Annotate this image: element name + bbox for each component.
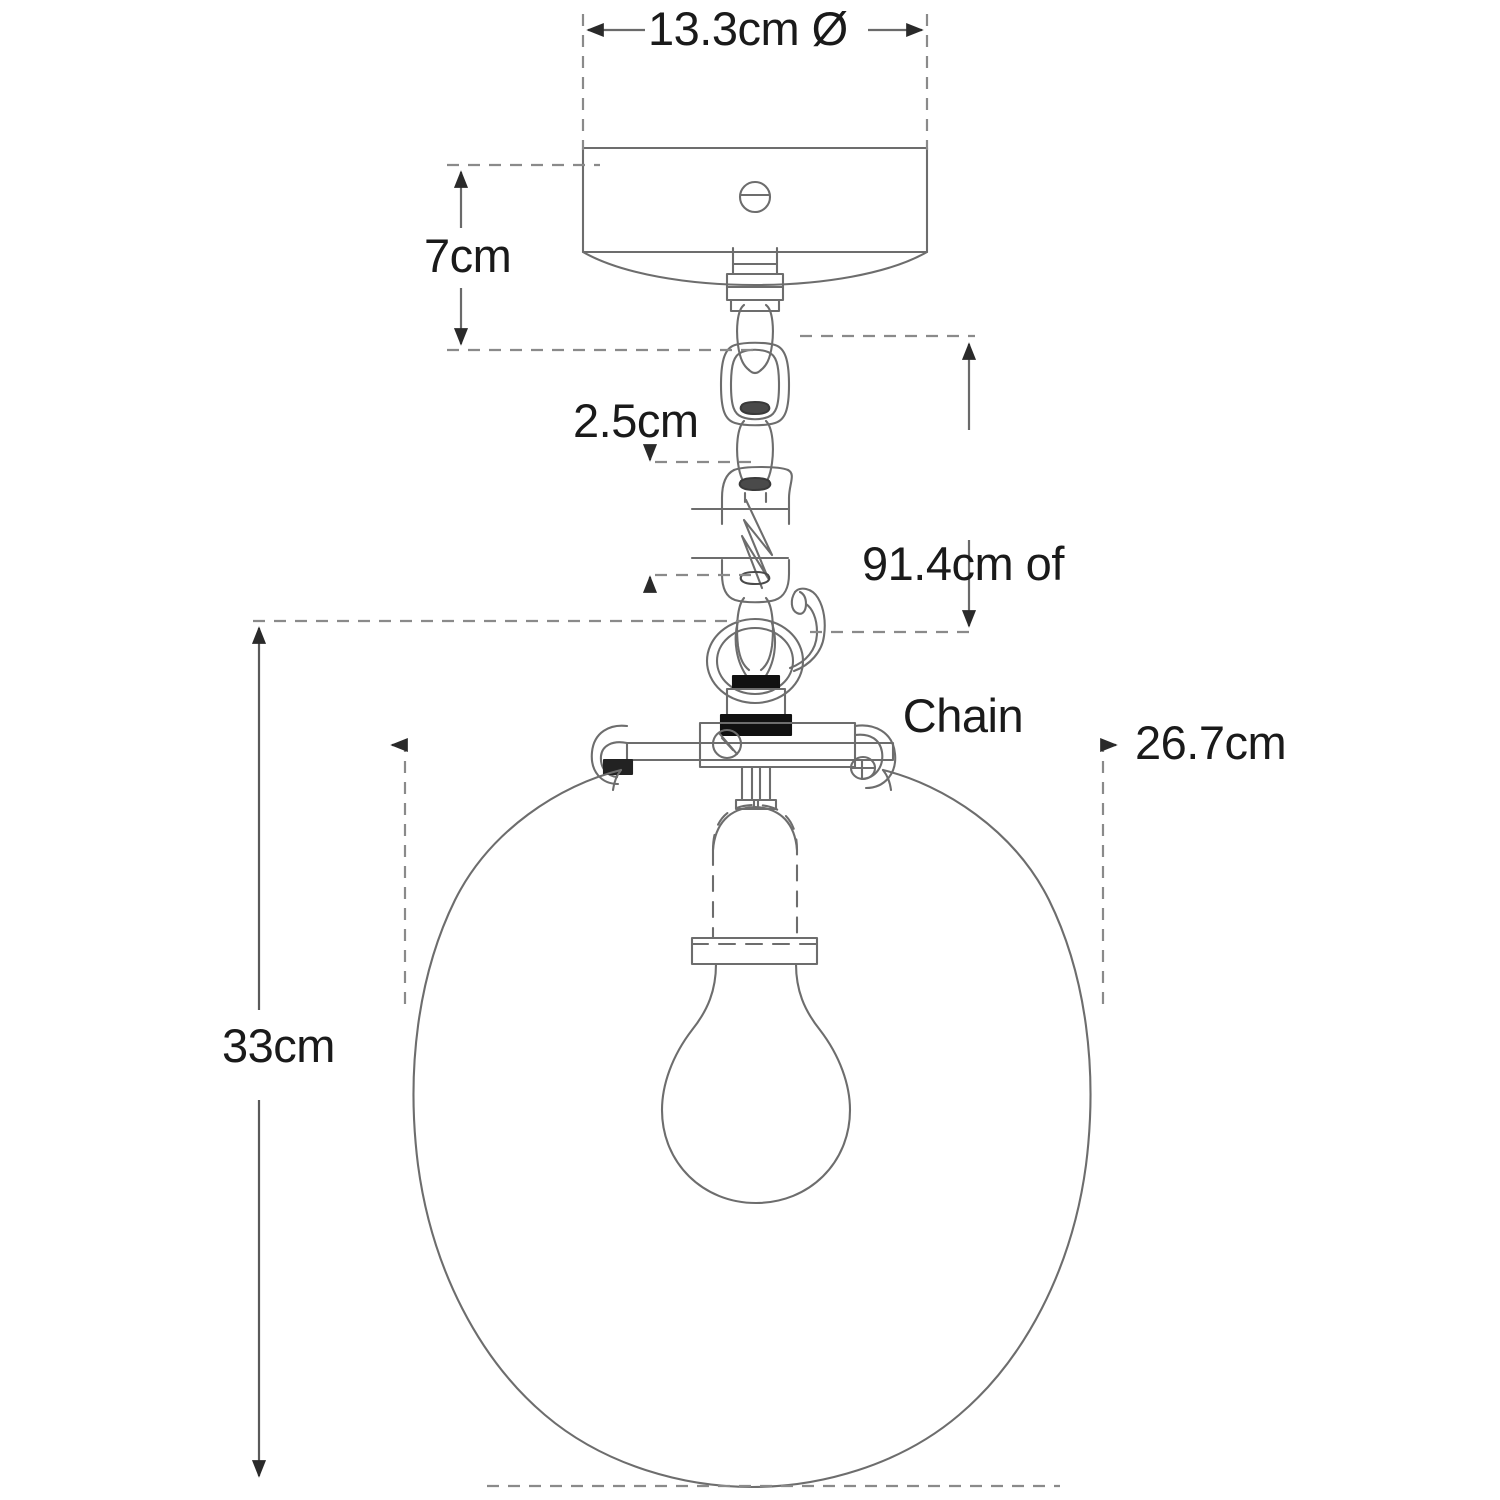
shade-height-label: 33cm: [222, 1019, 335, 1072]
ceiling-canopy: [581, 146, 929, 287]
canopy-diameter-dimension: [581, 14, 929, 150]
canopy-height-label: 7cm: [424, 229, 512, 282]
dimension-annotations: [251, 14, 1118, 1488]
canopy-height-dimension: [447, 163, 760, 352]
shade-height-dimension: [251, 619, 1060, 1488]
chain-break-symbol: [690, 465, 793, 604]
canopy-diameter-label: 13.3cm Ø: [648, 2, 848, 55]
chain-link-length-label: 2.5cm: [573, 394, 699, 447]
light-bulb: [660, 962, 852, 1205]
canopy-screw: [738, 180, 772, 214]
fixture-geometry: [412, 146, 1092, 1489]
lamp-socket: [711, 803, 799, 940]
socket-leads: [734, 766, 778, 811]
suspension-loop: [705, 617, 805, 705]
s-hook: [788, 587, 826, 673]
socket-shoulder: [690, 805, 819, 966]
chain-link-dimension: [642, 444, 760, 593]
socket-cap: [719, 674, 793, 737]
threaded-collar: [725, 246, 785, 313]
chain: [690, 303, 793, 672]
shade-fitter: [590, 721, 897, 790]
chain-length-line-2: Chain: [902, 688, 1024, 742]
shade-width-label: 26.7cm: [1135, 716, 1287, 769]
chain-length-label: 91.4cm of Chain: [862, 437, 1064, 843]
chain-length-line-1: 91.4cm of: [862, 536, 1064, 590]
chain-length-dimension: [800, 334, 977, 634]
fitter-screw: [711, 728, 743, 760]
glass-shade: [412, 768, 1092, 1489]
shade-width-dimension: [390, 737, 1118, 1005]
chain-link-2: [719, 341, 791, 427]
